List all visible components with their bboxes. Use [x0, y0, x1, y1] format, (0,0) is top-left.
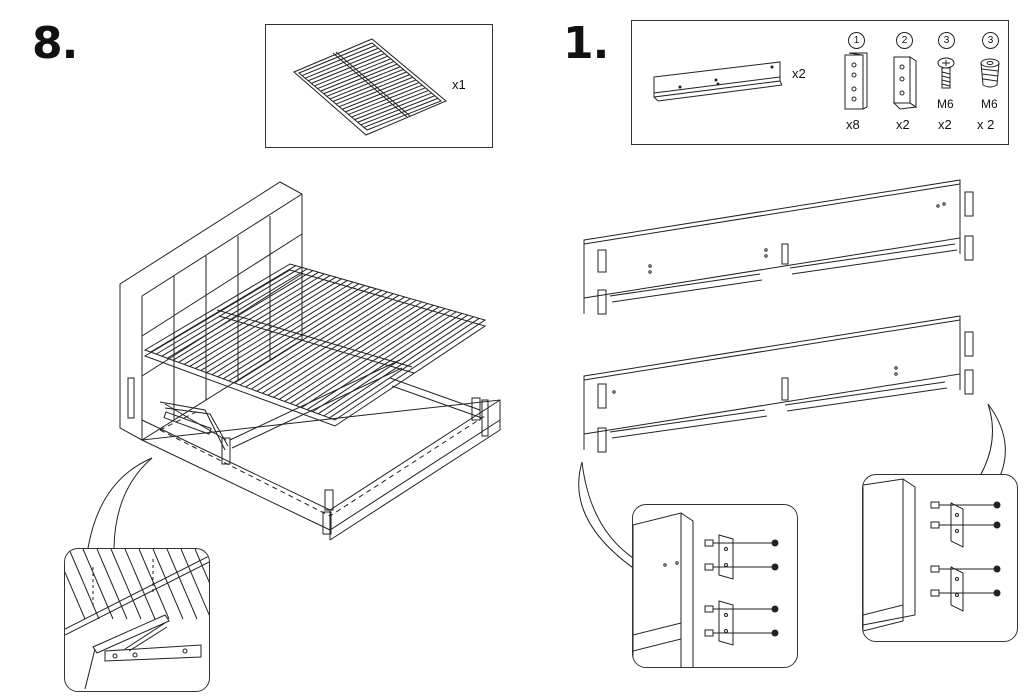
- step1-parts-box: x2 1 x8 2 x2 3 M6 x2 3: [631, 20, 1009, 145]
- side-rail-icon: [653, 61, 783, 102]
- rail-end-bracket-detail-inset-left: [632, 504, 798, 668]
- part-3-bolt-quantity: x2: [938, 117, 952, 132]
- rail-end-bracket-detail-inset-right: [862, 474, 1018, 642]
- part-number-3-bolt: 3: [938, 32, 955, 49]
- bed-slat-frame-icon: [293, 38, 447, 136]
- part-3-bolt-spec: M6: [937, 97, 954, 111]
- part-2-quantity: x2: [896, 117, 910, 132]
- flat-bracket-icon: [844, 52, 868, 110]
- step-number-8: 8.: [32, 18, 78, 69]
- part-1-quantity: x8: [846, 117, 860, 132]
- lift-mechanism-detail-inset: [64, 548, 210, 692]
- angle-bracket-icon: [892, 56, 918, 110]
- bed-frame-drawing: [119, 181, 501, 541]
- threaded-insert-icon: [980, 58, 1000, 88]
- part-3-insert-spec: M6: [981, 97, 998, 111]
- side-rail-quantity: x2: [792, 66, 806, 81]
- part-number-1: 1: [848, 32, 865, 49]
- step8-parts-box: x1: [265, 24, 493, 148]
- part-3-insert-quantity: x 2: [977, 117, 995, 132]
- step-number-1: 1.: [563, 18, 609, 69]
- part-number-3-insert: 3: [982, 32, 999, 49]
- bolt-icon: [937, 57, 955, 89]
- side-rails-drawing: [578, 179, 1006, 571]
- part-number-2: 2: [896, 32, 913, 49]
- slat-frame-quantity: x1: [452, 77, 466, 92]
